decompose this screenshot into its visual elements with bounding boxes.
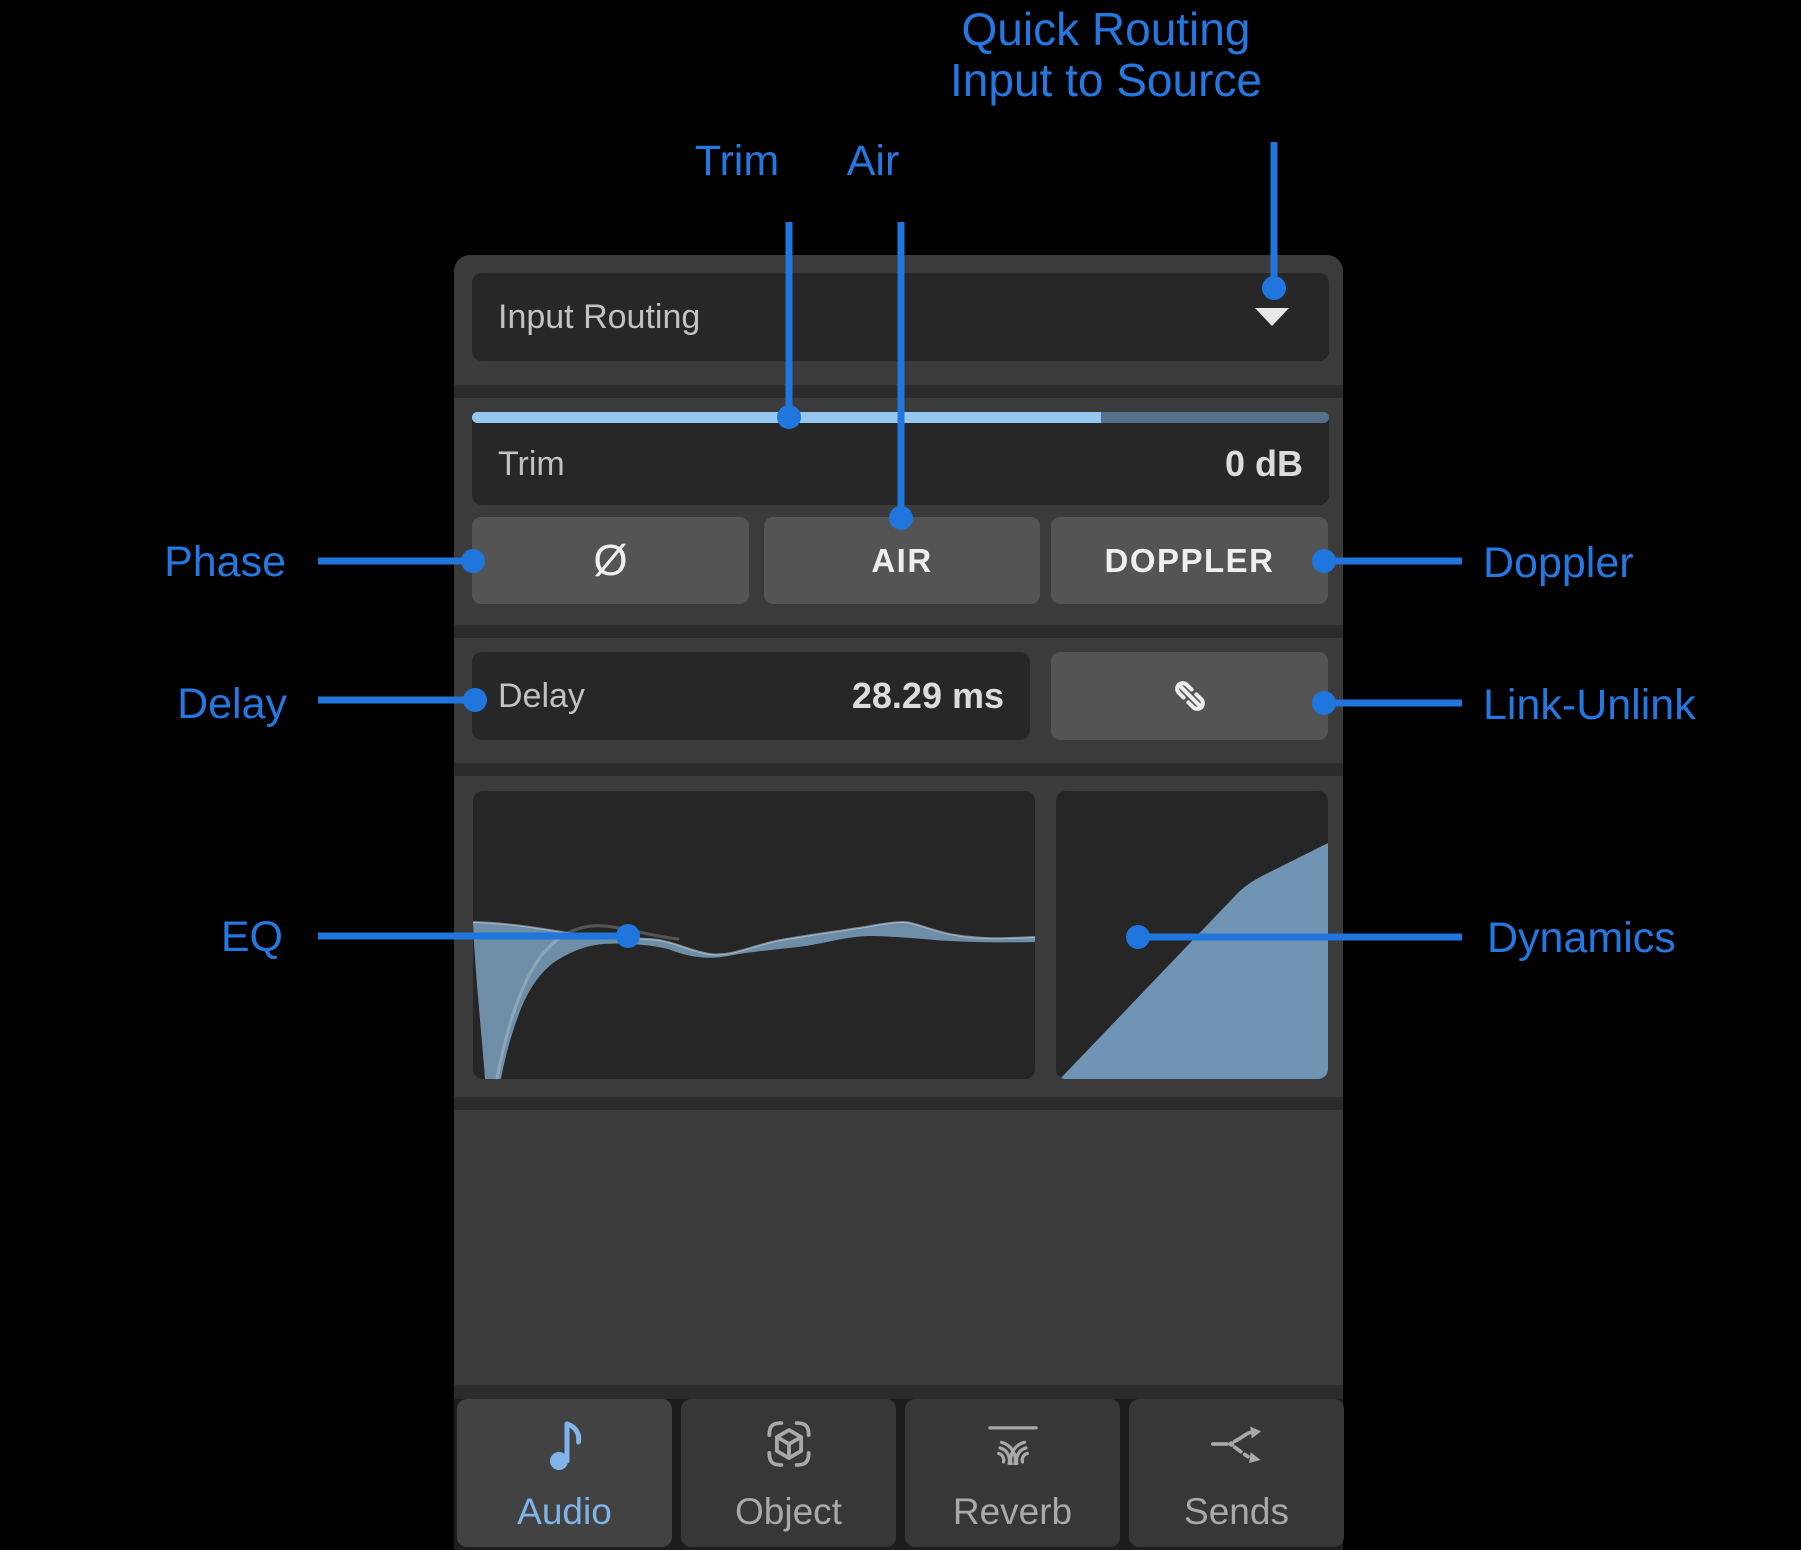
- tab-audio-label: Audio: [517, 1491, 612, 1532]
- annotation-doppler: Doppler: [1483, 539, 1634, 587]
- annotation-eq: EQ: [220, 913, 283, 961]
- annotation-quick-routing: Quick Routing Input to Source: [856, 4, 1356, 106]
- input-routing-label: Input Routing: [498, 297, 701, 336]
- air-button[interactable]: AIR: [764, 517, 1040, 604]
- sends-icon: [1208, 1413, 1266, 1475]
- phase-button[interactable]: Ø: [472, 517, 749, 604]
- tab-sends-label: Sends: [1184, 1491, 1289, 1532]
- trim-row: Trim 0 dB: [472, 423, 1329, 505]
- air-button-label: AIR: [871, 541, 933, 579]
- annotation-phase: Phase: [164, 538, 286, 586]
- delay-value: 28.29 ms: [851, 675, 1004, 716]
- tab-reverb-label: Reverb: [952, 1491, 1073, 1532]
- input-routing-dropdown[interactable]: Input Routing: [472, 273, 1329, 361]
- trim-slider-track[interactable]: [472, 412, 1329, 423]
- tab-reverb[interactable]: Reverb: [905, 1399, 1120, 1547]
- tab-audio[interactable]: Audio: [457, 1399, 672, 1547]
- eq-curve-graphic: [473, 920, 1035, 1079]
- trim-label: Trim: [498, 444, 565, 483]
- dynamics-thumbnail[interactable]: [1056, 791, 1328, 1079]
- link-slash-icon: [1174, 681, 1205, 711]
- annotation-dynamics: Dynamics: [1487, 914, 1676, 962]
- annotation-link-unlink: Link-Unlink: [1483, 681, 1696, 729]
- section-divider: [454, 1385, 1343, 1399]
- link-unlink-button[interactable]: [1051, 652, 1328, 740]
- tab-object[interactable]: Object: [681, 1399, 896, 1547]
- trim-slider-fill: [472, 412, 1101, 423]
- phase-button-label: Ø: [593, 535, 628, 585]
- annotation-trim: Trim: [694, 137, 780, 185]
- section-divider: [454, 1097, 1343, 1110]
- object-cube-icon: [761, 1413, 817, 1475]
- trim-slider[interactable]: Trim 0 dB: [472, 412, 1329, 505]
- delay-field[interactable]: Delay 28.29 ms: [472, 652, 1030, 740]
- section-divider: [454, 763, 1343, 776]
- delay-label: Delay: [498, 676, 585, 715]
- trim-value: 0 dB: [1224, 443, 1303, 484]
- annotation-quick-routing-line2: Input to Source: [950, 54, 1262, 106]
- doppler-button[interactable]: DOPPLER: [1051, 517, 1328, 604]
- section-divider: [454, 625, 1343, 638]
- dropdown-arrow-icon[interactable]: [1255, 308, 1289, 326]
- music-note-icon: [547, 1413, 583, 1475]
- doppler-button-label: DOPPLER: [1104, 541, 1275, 579]
- tab-bar: Audio Object: [454, 1399, 1344, 1550]
- annotation-delay: Delay: [177, 680, 287, 728]
- dynamics-curve-graphic: [1060, 843, 1328, 1079]
- tab-sends[interactable]: Sends: [1129, 1399, 1344, 1547]
- annotation-air: Air: [846, 137, 900, 185]
- annotation-quick-routing-line1: Quick Routing: [961, 3, 1251, 55]
- eq-thumbnail[interactable]: [473, 791, 1035, 1079]
- section-divider: [454, 385, 1343, 398]
- tab-object-label: Object: [735, 1491, 842, 1532]
- reverb-icon: [983, 1413, 1043, 1475]
- audio-panel: Input Routing Trim 0 dB Ø AIR DOPPLER: [454, 255, 1344, 1550]
